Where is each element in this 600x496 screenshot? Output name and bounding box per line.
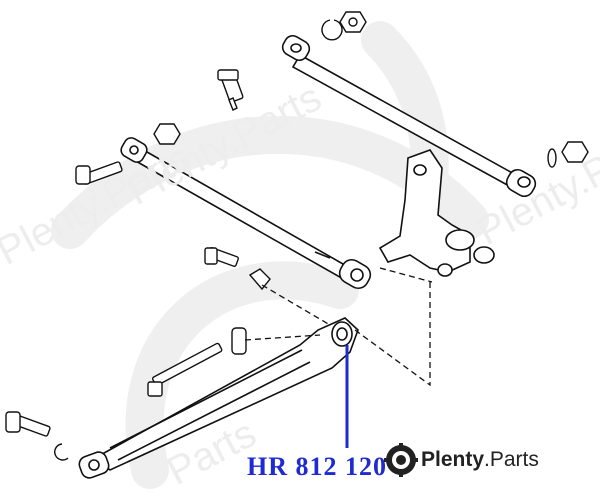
logo-text: Plenty.Parts bbox=[421, 448, 539, 472]
fasteners bbox=[5, 11, 589, 461]
hub-knuckle bbox=[378, 149, 495, 277]
trailing-arm bbox=[78, 317, 359, 479]
assembly-guide-lines bbox=[244, 267, 433, 387]
part-number-label: HR 812 120 bbox=[247, 452, 387, 481]
logo-text-rest: .Parts bbox=[484, 448, 539, 471]
middle-lateral-arm bbox=[120, 137, 372, 290]
gear-camera-icon bbox=[384, 443, 418, 477]
logo-text-bold: Plenty bbox=[421, 448, 485, 471]
plenty-parts-logo: Plenty.Parts bbox=[384, 443, 539, 477]
upper-lateral-arm bbox=[281, 34, 537, 198]
